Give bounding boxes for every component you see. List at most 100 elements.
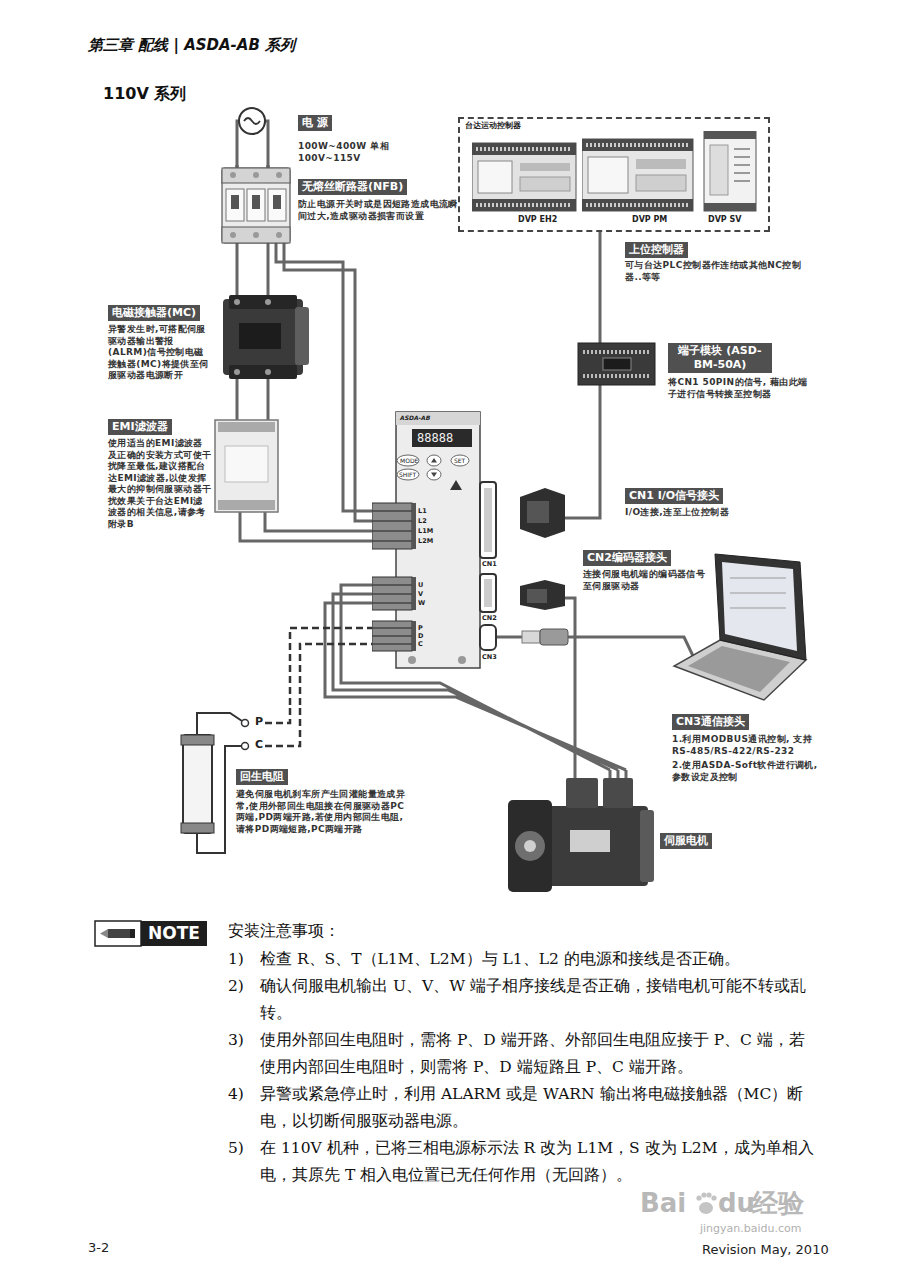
drawing-shape [699,1202,713,1214]
drawing-shape [520,163,570,171]
note-text: 使用外部回生电阻时，需将 P、D 端开路、外部回生电阻应接于 P、C 端，若使用… [260,1027,820,1081]
component-title: CN3通信接头 [672,714,749,730]
drawing-shape [710,145,728,195]
page-number: 3-2 [88,1240,109,1256]
drawing-shape [582,139,693,211]
component-title: EMI滤波器 [108,419,172,435]
drawing-shape [583,352,651,376]
note-text: 确认伺服电机输出 U、V、W 端子相序接线是否正确，接错电机可能不转或乱转。 [260,973,820,1027]
component-title: 伺服电机 [660,833,712,849]
drawing-shape [412,503,416,549]
plc-unit: DVP EH2 [472,139,577,229]
note-item: 5)在 110V 机种，已将三相电源标示法 R 改为 L1M，S 改为 L2M，… [228,1135,820,1189]
drawing-shape [588,157,628,193]
drawing-shape [706,1192,711,1197]
component-title: 端子模块 (ASD-BM-50A) [668,343,772,373]
drawing-shape [242,743,249,750]
wire [276,248,372,521]
drawing-shape [711,1195,716,1200]
note-text: 检查 R、S、T（L1M、L2M）与 L1、L2 的电源和接线是否正确。 [260,946,820,973]
drawing-shape [566,778,598,808]
drawing-shape [522,631,540,643]
port-label: CN1 [482,560,497,568]
drawing-shape [225,446,268,482]
drawing-shape [715,554,806,660]
drawing-shape [701,1192,706,1197]
drawing-shape [408,656,416,664]
drawing-shape [265,369,271,375]
drawing-shape [515,831,545,861]
drawing-shape [636,159,686,169]
usb-plug [522,629,568,645]
drawing-shape [565,485,600,518]
drawing-shape [603,778,633,808]
drawing-shape [520,177,570,191]
terminal-label: L2 [418,517,427,525]
drawing-shape [231,195,239,209]
plc-unit: DVP SV [700,131,762,229]
description: 将CN1 50PIN的信号, 藉由此端子进行信号转接至控制器 [668,377,813,400]
regen-resistor: PC回生电阻避免伺服电机刹车所产生回灌能量造成异常,使用外部回生电阻接在伺服驱动… [175,705,411,860]
figure-title: 110V 系列 [103,84,186,104]
circuit-breaker: 无熔丝断路器(NFB)防止电源开关时或是因短路造成电流瞬间过大,造成驱动器损害而… [220,165,461,248]
dashed-wire [290,628,372,705]
drawing-shape [239,323,281,349]
drawing-shape [696,1195,701,1200]
description: 异警发生时,可搭配伺服驱动器输出警报(ALRM)信号控制电磁接触器(MC)将提供… [108,324,212,382]
drawing-shape [565,598,575,612]
drawing-shape [226,189,244,221]
item-number: 3) [228,1027,260,1081]
drawing-shape [95,921,141,946]
drawing-shape [704,131,756,139]
wire [237,393,268,416]
drawing-shape [108,929,130,938]
drawing-shape [223,299,303,375]
drawing-shape [734,149,750,181]
display-digits: 88888 [417,430,453,446]
note-list: 1)检查 R、S、T（L1M、L2M）与 L1、L2 的电源和接线是否正确。2)… [228,946,820,1189]
wire [599,232,602,340]
drawing-shape [570,830,610,852]
drawing-shape [478,161,512,193]
description: I/O连接,连至上位控制器 [625,507,760,519]
drawing-shape [273,195,281,209]
wire [285,531,372,541]
drawing-shape [268,189,286,221]
terminal-module: 端子模块 (ASD-BM-50A) 将CN1 50PIN的信号, 藉由此端子进行信… [575,340,816,403]
model-name: DVP EH2 [518,215,557,225]
description: 2.使用ASDA-Soft软件进行调机, 参数设定及控制 [672,760,830,783]
plc-unit: DVP PM [582,135,694,229]
note-item: 4)异警或紧急停止时，利用 ALARM 或是 WARN 输出将电磁接触器（MC）… [228,1081,820,1135]
drawing-shape [234,369,240,375]
drawing-shape [548,806,648,886]
terminal-label: L1 [418,507,427,515]
component-picture [372,410,508,670]
drawing-shape [181,823,214,833]
drawing-shape [276,232,282,238]
drawing-shape [229,365,297,379]
watermark: du [718,1188,755,1218]
drawing-shape [527,501,549,523]
drawing-shape [484,579,492,607]
item-number: 5) [228,1135,260,1189]
magnetic-contactor: 电磁接触器(MC)异警发生时,可搭配伺服驱动器输出警报(ALRM)信号控制电磁接… [105,293,310,393]
component-picture [105,416,285,550]
drawing-shape [130,929,135,938]
drawing-shape [222,168,290,243]
drawing-shape [397,469,419,480]
item-number: 1) [228,946,260,973]
emi-filter: EMI滤波器使用适当的EMI滤波器及正确的安装方式可使干扰降至最低,建议搭配台达… [105,416,285,550]
description: 1.利用MODBUS通讯控制, 支持RS-485/RS-422/RS-232 [672,734,830,757]
component-title: 回生电阻 [236,769,288,785]
drawing-shape [578,343,655,385]
drawing-shape [253,172,259,178]
drawing-shape [218,500,275,510]
note-item: 2)确认伺服电机输出 U、V、W 端子相序接线是否正确，接错电机可能不转或乱转。 [228,973,820,1027]
watermark-paw [696,1192,716,1214]
drawing-shape [730,578,786,608]
button-label: MODE [400,457,418,464]
drawing-shape [397,455,419,466]
button-label: SHIFT [399,471,416,478]
component-title: CN1 I/O信号接头 [625,488,723,504]
